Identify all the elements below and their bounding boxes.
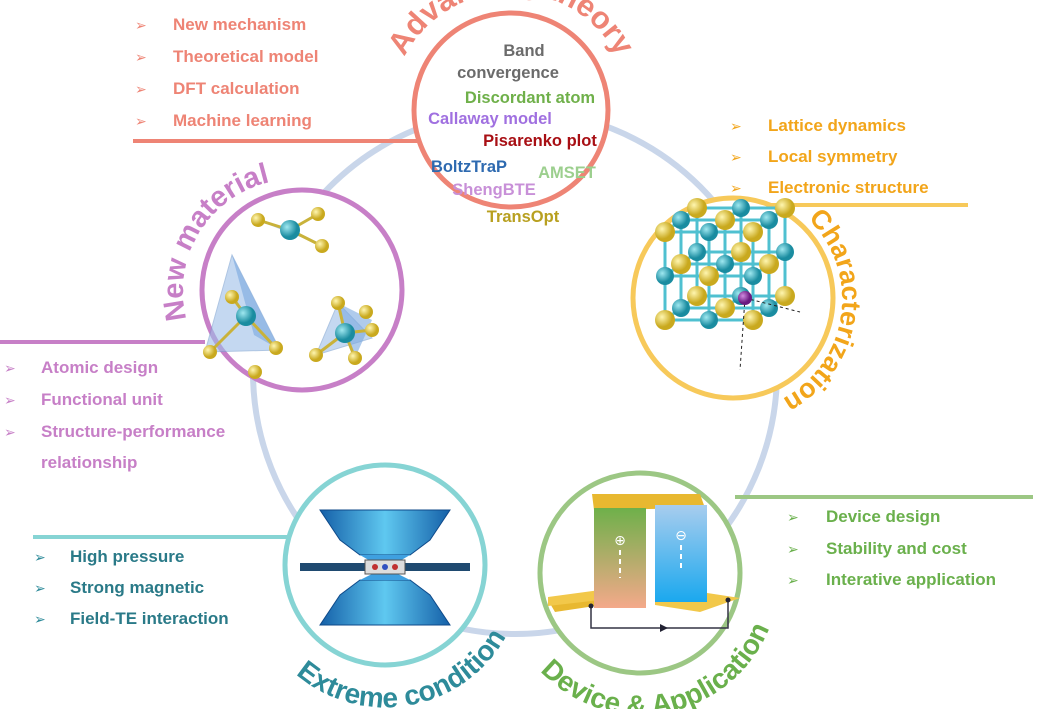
positive-carrier-icon: ⊕ <box>614 533 626 549</box>
extreme-bullet-list: ➢ High pressure ➢ Strong magnetic ➢ Field-T… <box>34 547 229 628</box>
bullet-item: Lattice dynamics <box>768 116 906 135</box>
keyword: BoltzTraP <box>431 158 507 176</box>
bullet-item: Strong magnetic <box>70 578 204 597</box>
keyword: ShengBTE <box>452 181 535 199</box>
lattice-atom <box>655 222 675 242</box>
n-type-leg <box>655 505 707 602</box>
lattice-atom <box>687 198 707 218</box>
bullet-item: Stability and cost <box>826 539 967 558</box>
lattice-atom <box>759 254 779 274</box>
lattice-atom <box>671 254 691 274</box>
arrowhead-bullet-icon: ➢ <box>730 181 742 197</box>
bullet-item: New mechanism <box>173 15 306 34</box>
bullet-item: Electronic structure <box>768 178 929 197</box>
bullet-item: Atomic design <box>41 358 158 377</box>
arrowhead-bullet-icon: ➢ <box>730 119 742 135</box>
lattice-atom <box>760 211 778 229</box>
device-bullet-list: ➢ Device design ➢ Stability and cost ➢ Inte… <box>787 507 996 589</box>
lattice-atom <box>700 223 718 241</box>
keyword: Pisarenko plot <box>483 132 597 150</box>
lattice-atom <box>700 311 718 329</box>
theory-bullet-list: ➢ New mechanism ➢ Theoretical model ➢ DFT c… <box>135 15 318 130</box>
lattice-atom <box>775 198 795 218</box>
arrowhead-bullet-icon: ➢ <box>135 82 147 98</box>
lattice-atom <box>776 243 794 261</box>
bullet-item: DFT calculation <box>173 79 300 98</box>
arrowhead-bullet-icon: ➢ <box>787 542 799 558</box>
lattice-atom <box>672 211 690 229</box>
lattice-atom <box>688 243 706 261</box>
keyword: TransOpt <box>487 208 560 226</box>
bullet-item: Device design <box>826 507 940 526</box>
arrowhead-bullet-icon: ➢ <box>730 150 742 166</box>
current-arrow-icon <box>660 624 668 632</box>
lattice-atom <box>672 299 690 317</box>
lattice-atom <box>731 242 751 262</box>
circuit-wire <box>590 600 729 629</box>
crystal-lattice-illustration <box>655 198 801 371</box>
off-center-atom <box>738 291 752 305</box>
keyword: convergence <box>457 64 559 82</box>
bullet-item: Interative application <box>826 570 996 589</box>
lattice-atom <box>744 267 762 285</box>
bullet-item: relationship <box>41 453 137 472</box>
lattice-atom <box>743 310 763 330</box>
characterization-bullet-list: ➢ Lattice dynamics ➢ Local symmetry ➢ Elect… <box>730 116 929 197</box>
lattice-atom <box>760 299 778 317</box>
local-distortion-line <box>739 297 746 371</box>
thermoelectric-device-illustration: ⊕ ⊖ <box>548 494 740 632</box>
arrowhead-bullet-icon: ➢ <box>34 550 46 566</box>
arrowhead-bullet-icon: ➢ <box>4 425 16 441</box>
keyword: Band <box>503 42 544 60</box>
arrowhead-bullet-icon: ➢ <box>4 361 16 377</box>
arrowhead-bullet-icon: ➢ <box>34 581 46 597</box>
theory-circle <box>411 10 611 210</box>
arrowhead-bullet-icon: ➢ <box>787 510 799 526</box>
bullet-item: Functional unit <box>41 390 163 409</box>
bullet-item: Field-TE interaction <box>70 609 229 628</box>
bullet-item: High pressure <box>70 547 184 566</box>
material-bullet-list: ➢ Atomic design ➢ Functional unit ➢ Structu… <box>4 358 225 472</box>
bullet-item: Local symmetry <box>768 147 898 166</box>
lattice-atom <box>715 298 735 318</box>
keyword: Callaway model <box>428 110 552 128</box>
lattice-atom <box>656 267 674 285</box>
arrowhead-bullet-icon: ➢ <box>135 114 147 130</box>
bullet-item: Theoretical model <box>173 47 318 66</box>
arrowhead-bullet-icon: ➢ <box>787 573 799 589</box>
lattice-atom <box>743 222 763 242</box>
diamond-anvil-illustration <box>300 509 470 626</box>
tetrahedral-units-illustration <box>203 207 379 379</box>
theory-keywords: Band convergence Discordant atom Callawa… <box>428 42 597 226</box>
arrowhead-bullet-icon: ➢ <box>135 18 147 34</box>
keyword: Discordant atom <box>465 89 595 107</box>
lattice-atom <box>716 255 734 273</box>
lattice-atom <box>655 310 675 330</box>
bullet-item: Machine learning <box>173 111 312 130</box>
lattice-atom <box>715 210 735 230</box>
arrowhead-bullet-icon: ➢ <box>34 612 46 628</box>
lattice-atom <box>699 266 719 286</box>
bullet-item: Structure-performance <box>41 422 225 441</box>
lattice-atom <box>775 286 795 306</box>
lattice-atom <box>732 199 750 217</box>
negative-carrier-icon: ⊖ <box>675 528 687 544</box>
lattice-atom <box>687 286 707 306</box>
p-type-leg <box>594 508 646 608</box>
arrowhead-bullet-icon: ➢ <box>4 393 16 409</box>
keyword: AMSET <box>538 164 596 182</box>
arrowhead-bullet-icon: ➢ <box>135 50 147 66</box>
